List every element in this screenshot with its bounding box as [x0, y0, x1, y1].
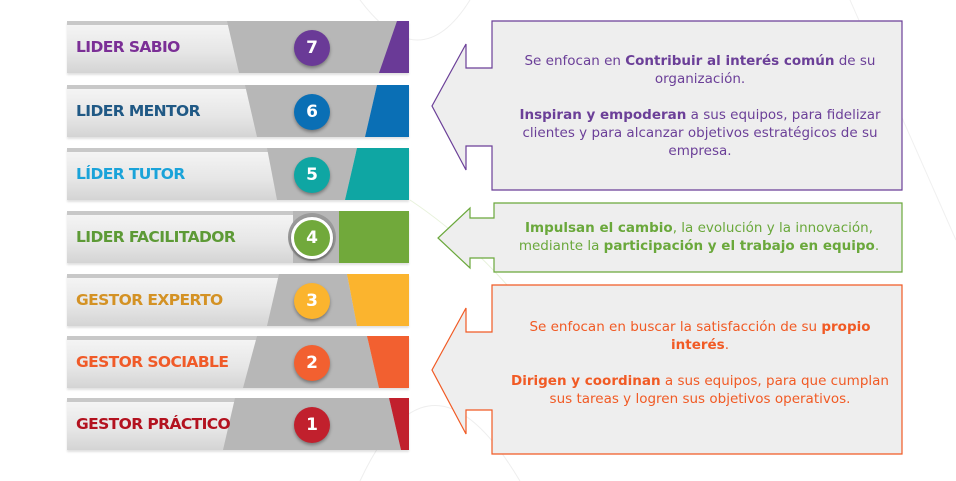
- level-number-badge: 7: [294, 30, 330, 66]
- callout-arrow-shape: [437, 202, 903, 273]
- level-label: LÍDER TUTOR: [76, 165, 185, 183]
- callout-paragraph: Impulsan el cambio, la evolución y la in…: [516, 219, 882, 255]
- level-number-badge: 6: [294, 94, 330, 130]
- callout-facilitador: Impulsan el cambio, la evolución y la in…: [436, 202, 904, 274]
- text-run-bold: Contribuir al interés común: [625, 53, 835, 69]
- callout-sabio-mentor: Se enfocan en Contribuir al interés comú…: [430, 20, 904, 192]
- callout-gestor: Se enfocan en buscar la satisfacción de …: [430, 284, 904, 456]
- callout-text: Se enfocan en buscar la satisfacción de …: [510, 318, 890, 408]
- level-row-1: GESTOR PRÁCTICO 1: [67, 398, 409, 450]
- level-row-2: GESTOR SOCIABLE 2: [67, 336, 409, 388]
- text-run: Se enfocan en buscar la satisfacción de …: [529, 319, 822, 335]
- text-run: , la evolución y la innovación, mediante…: [518, 220, 873, 254]
- level-label: GESTOR EXPERTO: [76, 291, 223, 309]
- level-label: GESTOR PRÁCTICO: [76, 415, 231, 433]
- callout-arrow-shape: [431, 284, 903, 455]
- text-run-bold: participación y el trabajo en equipo: [603, 238, 875, 254]
- text-run: a sus equipos, para fidelizar clientes y…: [522, 107, 881, 159]
- text-run-bold: Inspiran y empoderan: [519, 107, 687, 123]
- text-run-bold: propio interés: [671, 319, 871, 353]
- level-row-5: LÍDER TUTOR 5: [67, 148, 409, 200]
- level-label: LIDER SABIO: [76, 38, 180, 56]
- callout-text: Impulsan el cambio, la evolución y la in…: [516, 219, 882, 255]
- level-number-badge: 4: [291, 217, 333, 259]
- text-run: Se enfocan en: [524, 53, 626, 69]
- level-row-7: LIDER SABIO 7: [67, 21, 409, 73]
- text-run: .: [724, 337, 729, 353]
- level-row-4: LIDER FACILITADOR 4: [67, 211, 409, 263]
- callout-paragraph: Dirigen y coordinan a sus equipos, para …: [510, 372, 890, 408]
- level-number-badge: 2: [294, 345, 330, 381]
- level-accent: [379, 21, 409, 73]
- callout-paragraph: Inspiran y empoderan a sus equipos, para…: [510, 106, 890, 160]
- text-run-bold: Dirigen y coordinan: [511, 373, 661, 389]
- level-row-3: GESTOR EXPERTO 3: [67, 274, 409, 326]
- callout-paragraph: Se enfocan en buscar la satisfacción de …: [510, 318, 890, 354]
- level-row-6: LIDER MENTOR 6: [67, 85, 409, 137]
- level-number-badge: 1: [294, 407, 330, 443]
- callout-paragraph: Se enfocan en Contribuir al interés comú…: [510, 52, 890, 88]
- text-run: a sus equipos, para que cumplan sus tare…: [549, 373, 889, 407]
- text-run-bold: Impulsan el cambio: [525, 220, 673, 236]
- level-label: LIDER FACILITADOR: [76, 228, 236, 246]
- text-run: .: [874, 238, 880, 254]
- callout-arrow-shape: [431, 20, 903, 191]
- level-label: GESTOR SOCIABLE: [76, 353, 229, 371]
- level-number-badge: 5: [294, 157, 330, 193]
- level-label: LIDER MENTOR: [76, 102, 201, 120]
- level-number-badge: 3: [294, 283, 330, 319]
- text-run: de su organización.: [654, 53, 876, 87]
- callout-text: Se enfocan en Contribuir al interés comú…: [510, 52, 890, 160]
